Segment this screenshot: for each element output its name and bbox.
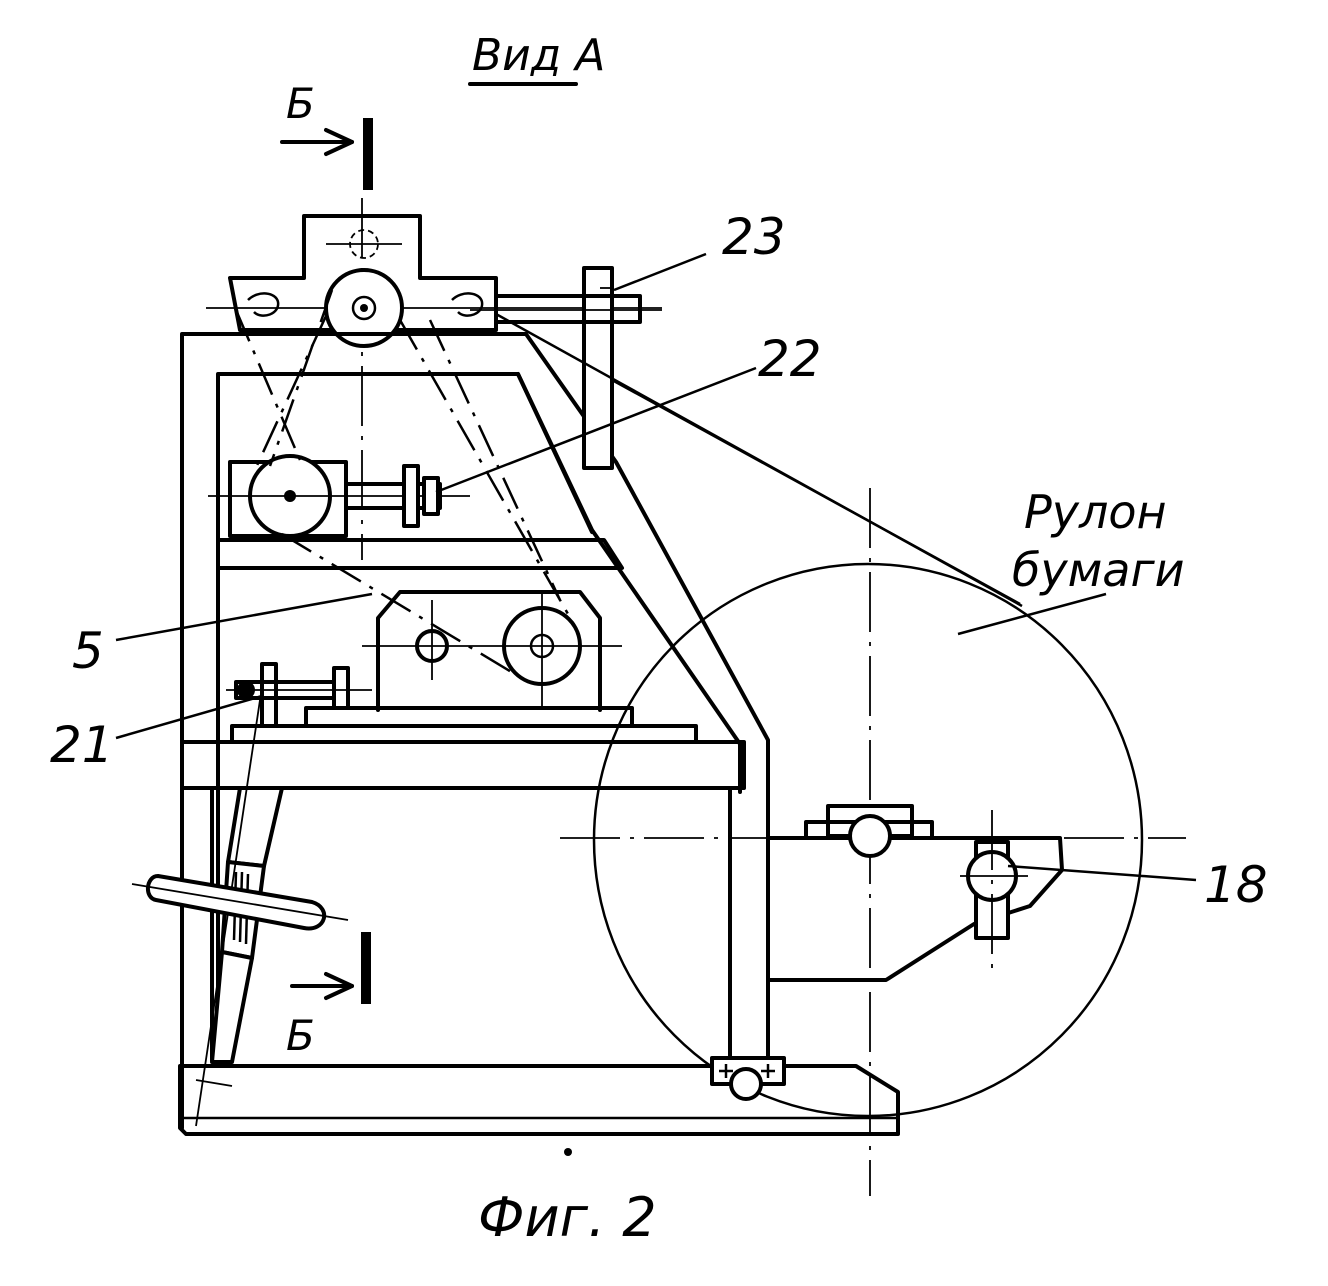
section-mark-top-label: Б: [286, 79, 315, 128]
base-bolt: [710, 1056, 786, 1101]
figure-caption: Фиг. 2: [478, 1186, 657, 1249]
callout-18: 18: [1204, 856, 1268, 914]
callout-23: 23: [722, 208, 786, 266]
roll-label-line1: Рулон: [1024, 485, 1167, 539]
motor-unit-22: [208, 454, 470, 538]
roll-label-line2: бумаги: [1012, 543, 1185, 597]
chain-drive: [234, 289, 578, 678]
callout-22: 22: [758, 330, 822, 388]
section-mark-top: Б: [280, 79, 373, 190]
callout-leaders: [115, 252, 1197, 882]
base-plate: [178, 1064, 900, 1136]
section-mark-bottom-label: Б: [286, 1011, 315, 1060]
lever-handle: [131, 699, 349, 1127]
top-sprocket: [324, 268, 404, 348]
dot-mark: [564, 1148, 572, 1156]
view-title: Вид А: [472, 30, 605, 81]
roll-holder-18: [766, 804, 1064, 982]
callout-5: 5: [72, 622, 104, 680]
main-frame: [180, 332, 770, 1130]
sprocket-unit-5: [362, 590, 622, 712]
post-23: [470, 266, 662, 470]
section-mark-bottom: Б: [286, 932, 371, 1060]
adjuster-21: [226, 662, 372, 728]
callout-21: 21: [50, 716, 114, 774]
